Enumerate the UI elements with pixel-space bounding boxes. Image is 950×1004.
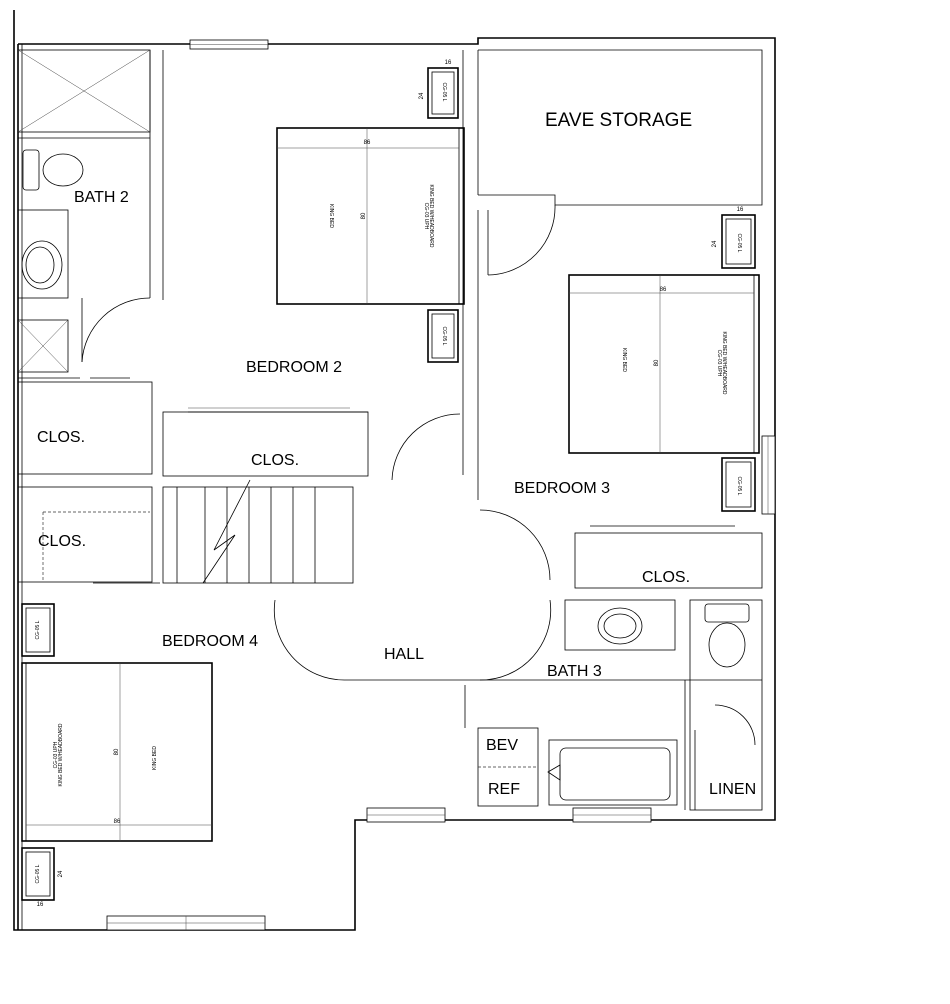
room-label-bedroom3: BEDROOM 3 [514,480,610,497]
bedroom2-nightstand-top: CG-05 L 16 24 [419,60,459,119]
bedroom4-nightstand-top: CG-05 L [21,603,55,657]
room-label-ref: REF [488,781,520,798]
nightstand-label: CG-05 L [441,83,447,102]
bath3-toilet [704,603,750,668]
bath2-toilet [22,149,84,191]
room-label-bath2: BATH 2 [74,189,129,206]
stairs [162,479,354,584]
bedroom2-nightstand-bottom: CG-05 L [427,309,459,363]
interior-walls [17,49,763,811]
nightstand-depth: 24 [419,92,425,99]
room-label-bedroom4: BEDROOM 4 [162,633,258,650]
room-labels: BATH 2 BEDROOM 2 EAVE STORAGE BEDROOM 3 … [37,110,756,798]
bedroom3-nightstand-top: CG-05 L 16 24 [712,207,756,269]
bed-width-dim: 86 [660,287,667,293]
room-label-hall: HALL [384,646,424,663]
bed-width-dim: 86 [114,819,121,825]
room-label-bath3: BATH 3 [547,663,602,680]
bedroom2-bed: 86 80 KING BED CG-03 UPH KING BED W/HEAD… [276,127,465,305]
room-label-eave-storage: EAVE STORAGE [545,110,692,131]
nightstand-width: 16 [737,207,744,213]
bed-length-dim: 80 [361,212,367,219]
bed-label: KING BED [621,348,627,372]
room-label-bedroom2: BEDROOM 2 [246,359,342,376]
bedroom4-bed: 86 80 KING BED CG-03 UPH KING BED W/HEAD… [21,662,213,842]
bath2-sink [21,240,63,290]
nightstand-depth: 24 [712,240,718,247]
headboard-code: CG-03 UPH [53,741,59,768]
bedroom3-nightstand-bottom: CG-05 L [721,457,756,512]
headboard-code: CG-03 UPH [423,203,429,230]
nightstand-width: 16 [445,60,452,66]
nightstand-label: CG-05 L [736,234,742,253]
nightstand-label: CG-05 L [441,327,447,346]
bed-width-dim: 86 [364,140,371,146]
bed-length-dim: 80 [114,748,120,755]
bed-length-dim: 80 [654,359,660,366]
windows [106,39,776,931]
nightstand-depth: 24 [58,870,64,877]
room-label-closet: CLOS. [37,429,85,446]
headboard-code: CG-03 UPH [716,350,722,377]
nightstand-label: CG-05 L [35,864,41,883]
headboard-label: KING BED W/HEADBOARD [58,723,64,786]
bed-label: KING BED [152,746,158,770]
room-label-closet: CLOS. [38,533,86,550]
bath3-sink [597,607,643,645]
bedroom4-nightstand-bottom: CG-05 L 16 24 [21,847,64,908]
room-label-closet: CLOS. [251,452,299,469]
bed-label: KING BED [328,204,334,228]
nightstand-label: CG-05 L [35,620,41,639]
room-label-closet: CLOS. [642,569,690,586]
room-label-linen: LINEN [709,781,756,798]
nightstand-width: 16 [37,902,44,908]
headboard-label: KING BED W/HEADBOARD [721,331,727,394]
room-label-bev: BEV [486,737,518,754]
headboard-label: KING BED W/HEADBOARD [428,184,434,247]
bedroom3-bed: 86 80 KING BED CG-03 UPH KING BED W/HEAD… [568,274,760,454]
nightstand-label: CG-05 L [736,477,742,496]
